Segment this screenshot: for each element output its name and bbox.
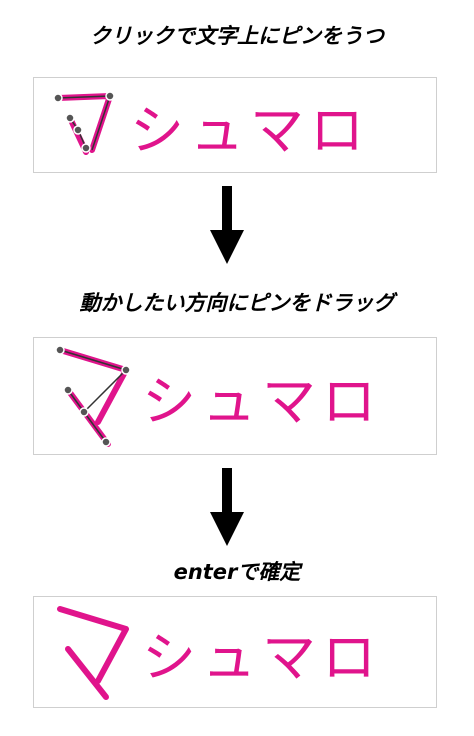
pin-line (83, 369, 127, 413)
step-1-panel: シュマロ (33, 77, 437, 173)
down-arrow-icon (210, 186, 244, 264)
pin-handle[interactable] (65, 113, 75, 123)
pin-line (57, 95, 111, 99)
pin-handle[interactable] (105, 91, 115, 101)
step-3-ma-glyph (57, 606, 129, 700)
step-2-panel: シュマロ (33, 337, 437, 455)
pin-handle[interactable] (101, 437, 111, 447)
step-2-ma-glyph (55, 345, 131, 447)
step-1-ma-glyph (53, 91, 115, 155)
ma-stroke-1 (57, 606, 129, 684)
pin-handle[interactable] (63, 385, 73, 395)
step-3-word: シュマロ (142, 625, 382, 689)
step-2-word: シュマロ (142, 369, 382, 433)
pin-handle[interactable] (53, 93, 63, 103)
step-1-caption: クリックで文字上にピンをうつ (90, 24, 384, 48)
pin-line (59, 349, 127, 371)
step-1-word: シュマロ (130, 98, 370, 162)
down-arrow-icon (210, 468, 244, 546)
pin-line (83, 411, 107, 443)
step-3-panel: シュマロ (33, 596, 437, 708)
step-3-caption: enterで確定 (173, 560, 301, 584)
step-2-caption: 動かしたい方向にピンをドラッグ (79, 291, 395, 315)
pin-handle[interactable] (79, 407, 89, 417)
pin-handle[interactable] (121, 365, 131, 375)
pin-handle[interactable] (81, 143, 91, 153)
pin-handle[interactable] (73, 125, 83, 135)
ma-stroke-2 (65, 646, 109, 700)
pin-line (91, 95, 111, 151)
pin-handle[interactable] (55, 345, 65, 355)
